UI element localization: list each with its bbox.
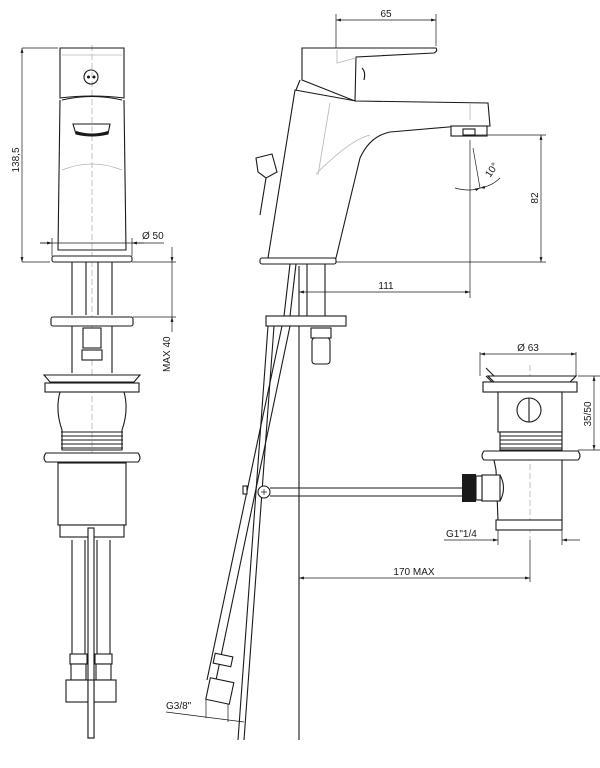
- dim-spout-reach: 111: [378, 281, 394, 292]
- side-view: 65 82 10° 111 170 MAX G3/8": [165, 9, 546, 741]
- front-view: 138,5 Ø 50 MAX 40: [11, 45, 176, 739]
- dim-rod-length: 170 MAX: [393, 567, 434, 578]
- dim-lever-length: 65: [380, 9, 392, 20]
- dim-height-total: 138,5: [11, 147, 22, 172]
- dim-spout-angle: 10°: [483, 161, 501, 180]
- dim-waste-height: 35/50: [583, 401, 594, 426]
- dim-waste-thread: G1"1/4: [446, 529, 477, 540]
- dim-spout-height: 82: [530, 192, 541, 204]
- dim-deck-max: MAX 40: [162, 336, 173, 372]
- dim-hose-thread: G3/8": [166, 701, 192, 712]
- pop-up-waste-view: Ø 63 35/50 G1"1/4: [444, 343, 600, 545]
- dim-base-diameter: Ø 50: [142, 231, 164, 242]
- dim-waste-diameter: Ø 63: [517, 343, 539, 354]
- thread-lines: [61, 431, 123, 449]
